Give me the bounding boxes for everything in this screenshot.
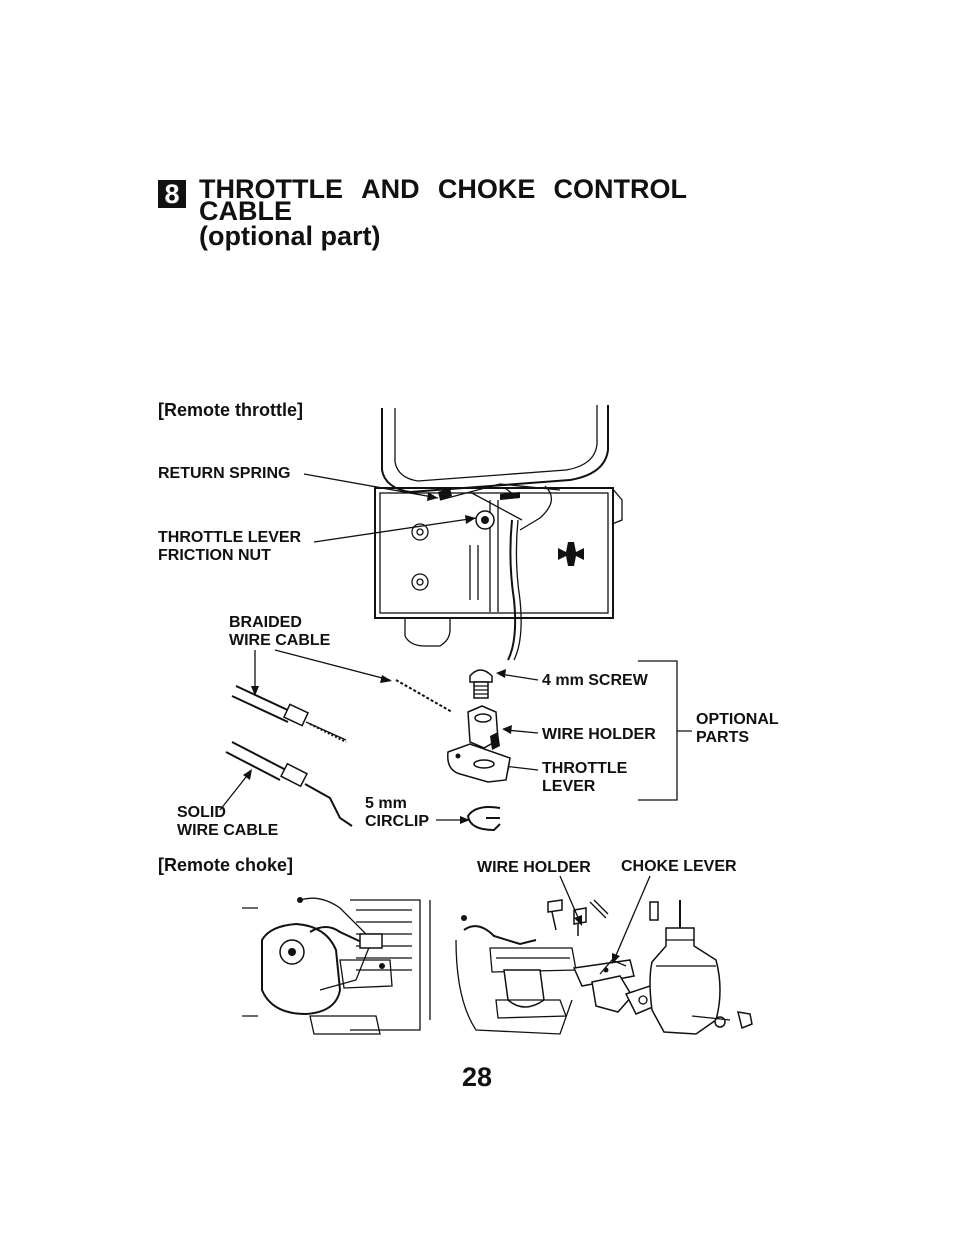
return-spring-label: RETURN SPRING — [158, 465, 291, 482]
optional-parts-label: OPTIONAL PARTS — [696, 711, 779, 746]
title-word: CONTROL — [553, 174, 687, 204]
throttle-leader-lines — [219, 473, 692, 824]
friction-nut-label: THROTTLE LEVER FRICTION NUT — [158, 529, 302, 564]
braided-cable-drawing — [231, 679, 453, 743]
remote-throttle-heading: [Remote throttle] — [158, 400, 303, 420]
screw-label: 4 mm SCREW — [542, 672, 648, 689]
choke-engine-right-drawing — [455, 899, 753, 1035]
title-word: AND — [361, 174, 420, 204]
choke-wire-holder-label: WIRE HOLDER — [477, 859, 591, 876]
throttle-lever-label: THROTTLE LEVER — [542, 760, 628, 795]
choke-engine-left-drawing — [242, 897, 431, 1035]
page-number: 28 — [461, 1062, 493, 1092]
title-line-2: CABLE — [199, 196, 292, 226]
section-title: THROTTLE AND CHOKE CONTROL CABLE (option… — [199, 174, 687, 251]
solid-cable-label: SOLID WIRE CABLE — [177, 804, 279, 839]
section-number-badge: 8 — [158, 180, 186, 208]
remote-choke-heading: [Remote choke] — [158, 855, 294, 875]
engine-control-panel-drawing — [374, 405, 623, 661]
choke-leader-lines — [559, 875, 651, 964]
title-word: THROTTLE — [199, 174, 343, 204]
braided-cable-label: BRAIDED WIRE CABLE — [229, 614, 331, 649]
title-word: CHOKE — [437, 174, 536, 204]
title-line-3: (optional part) — [199, 221, 381, 251]
optional-parts-drawing — [447, 669, 511, 832]
circlip-label: 5 mm CIRCLIP — [365, 795, 429, 830]
solid-cable-drawing — [225, 741, 353, 827]
title-line-1: THROTTLE AND CHOKE CONTROL — [199, 174, 687, 204]
wire-holder-label: WIRE HOLDER — [542, 726, 656, 743]
choke-lever-label: CHOKE LEVER — [621, 858, 737, 875]
